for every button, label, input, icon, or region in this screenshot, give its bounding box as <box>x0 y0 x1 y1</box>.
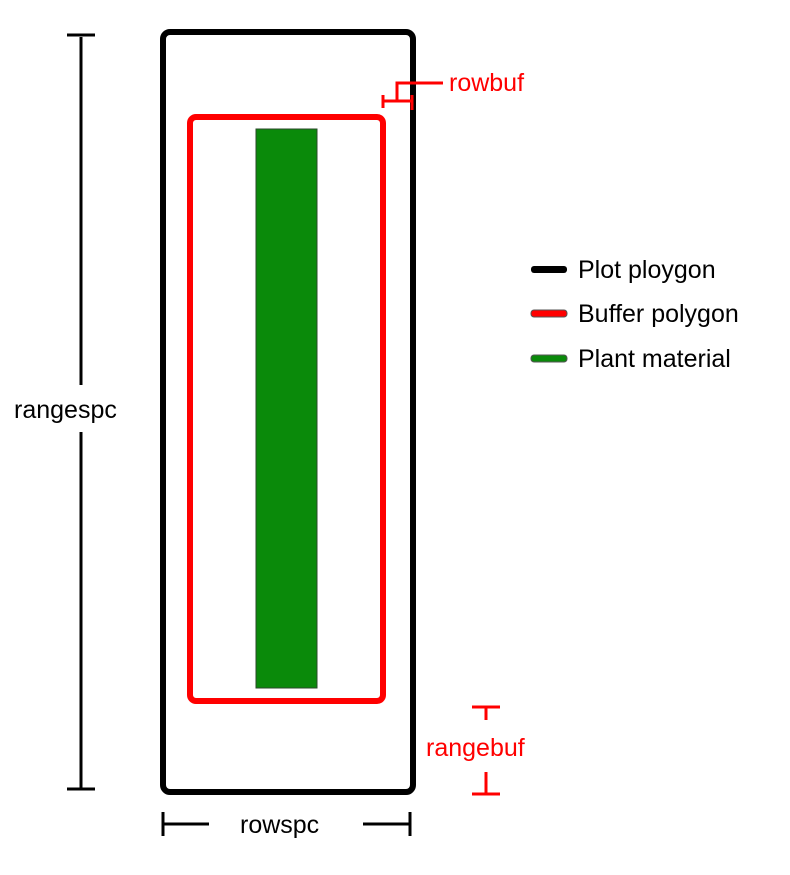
buffer-polygon <box>187 114 386 704</box>
buffer-polygon-swatch-icon <box>530 309 568 318</box>
legend-label: Buffer polygon <box>578 300 739 328</box>
legend-label: Plant material <box>578 345 731 373</box>
legend-item-plot-polygon: Plot ploygon <box>531 256 716 284</box>
rowbuf-dimension <box>381 81 443 110</box>
legend-item-buffer-polygon: Buffer polygon <box>530 300 739 328</box>
rangebuf-label: rangebuf <box>426 734 525 762</box>
plot-polygon-swatch-icon <box>531 266 567 273</box>
rangespc-label: rangespc <box>14 396 117 424</box>
plant-material-swatch-icon <box>530 354 568 363</box>
rowbuf-label: rowbuf <box>449 69 524 97</box>
plot-polygon <box>160 29 416 795</box>
plant-material <box>255 128 318 689</box>
legend-item-plant-material: Plant material <box>530 345 731 373</box>
rangespc-dimension <box>67 33 95 791</box>
legend-label: Plot ploygon <box>578 256 716 284</box>
rangebuf-dimension <box>472 705 500 796</box>
rowspc-dimension <box>161 812 412 836</box>
legend: Plot ploygon Buffer polygon Plant materi… <box>530 256 739 373</box>
rowspc-label: rowspc <box>240 811 319 839</box>
